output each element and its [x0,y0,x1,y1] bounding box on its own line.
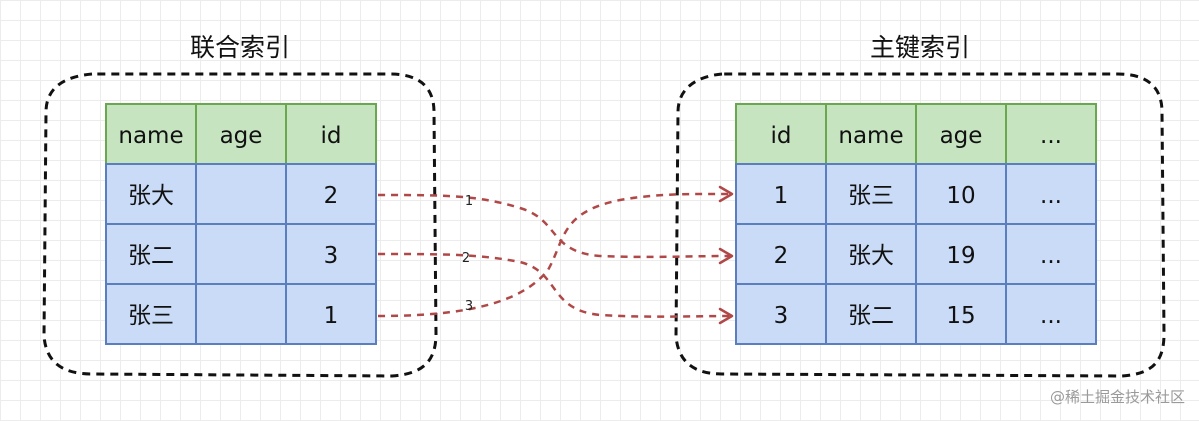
left-cell-text-2-2: 1 [324,303,339,329]
right-cell-text-0-2: 10 [946,183,975,209]
link-path-1 [377,193,731,259]
right-header-age: age [940,123,983,149]
left-cell-text-0-2: 2 [324,183,339,209]
left-row-2: 张三 1 [105,283,377,345]
right-cell-text-2-3: ... [1040,303,1062,329]
link-label-3: 3 [465,299,473,314]
right-row-0: 1 张三 10 ... [735,163,1097,225]
left-cell-2-2 [285,283,377,345]
link-arrow-1 [718,247,734,265]
left-group-box [42,72,438,378]
left-panel-title: 联合索引 [190,33,290,62]
right-cell-1-2 [915,223,1007,285]
watermark: @稀土掘金技术社区 [1049,388,1185,406]
left-row-1: 张二 3 [105,223,377,285]
right-cell-2-0 [735,283,827,345]
link-arrow-3 [718,185,734,203]
right-group-box [674,72,1166,378]
left-header-row: name age id [105,103,377,165]
link-label-1: 1 [465,194,473,209]
link-label-2: 2 [462,251,470,266]
link-path-3 [377,192,731,318]
left-cell-0-1 [195,163,287,225]
right-header-row: id name age ... [735,103,1097,165]
right-header-id: id [771,123,792,149]
right-row-1: 2 张大 19 ... [735,223,1097,285]
right-header-more: ... [1040,123,1062,149]
right-cell-2-1 [825,283,917,345]
left-cell-2-0 [105,283,197,345]
right-panel-title: 主键索引 [870,33,970,62]
right-cell-0-3 [1005,163,1097,225]
left-cell-text-1-2: 3 [324,243,339,269]
right-header-cell-1 [825,103,917,165]
right-cell-text-1-1: 张大 [848,243,894,269]
pointer-links: 1 2 3 [377,185,734,325]
left-row-0: 张大 2 [105,163,377,225]
link-path-2 [377,252,731,318]
right-cell-text-0-3: ... [1040,183,1062,209]
left-cell-text-0-0: 张大 [128,183,174,209]
left-cell-0-0 [105,163,197,225]
right-cell-text-2-1: 张二 [848,303,894,329]
left-cell-1-1 [195,223,287,285]
right-cell-text-1-3: ... [1040,243,1062,269]
link-arrow-2 [718,307,734,325]
right-cell-text-1-2: 19 [946,243,975,269]
left-cell-1-2 [285,223,377,285]
left-table: name age id 张大 2 张二 3 张三 1 [105,103,377,345]
left-cell-2-1 [195,283,287,345]
right-header-name: name [838,123,903,149]
right-cell-text-0-1: 张三 [848,183,894,209]
left-header-cell-2 [285,103,377,165]
left-header-name: name [118,123,183,149]
right-cell-text-1-0: 2 [774,243,789,269]
right-cell-2-3 [1005,283,1097,345]
right-cell-text-2-0: 3 [774,303,789,329]
left-cell-text-2-0: 张三 [128,303,174,329]
right-cell-0-2 [915,163,1007,225]
right-table: id name age ... 1 张三 10 ... 2 张大 19 ... [735,103,1097,345]
right-cell-0-1 [825,163,917,225]
right-cell-text-0-0: 1 [774,183,789,209]
right-header-cell-2 [915,103,1007,165]
left-header-id: id [321,123,342,149]
right-row-2: 3 张二 15 ... [735,283,1097,345]
left-header-age: age [220,123,263,149]
left-cell-1-0 [105,223,197,285]
right-cell-text-2-2: 15 [946,303,975,329]
left-cell-text-1-0: 张二 [128,243,174,269]
